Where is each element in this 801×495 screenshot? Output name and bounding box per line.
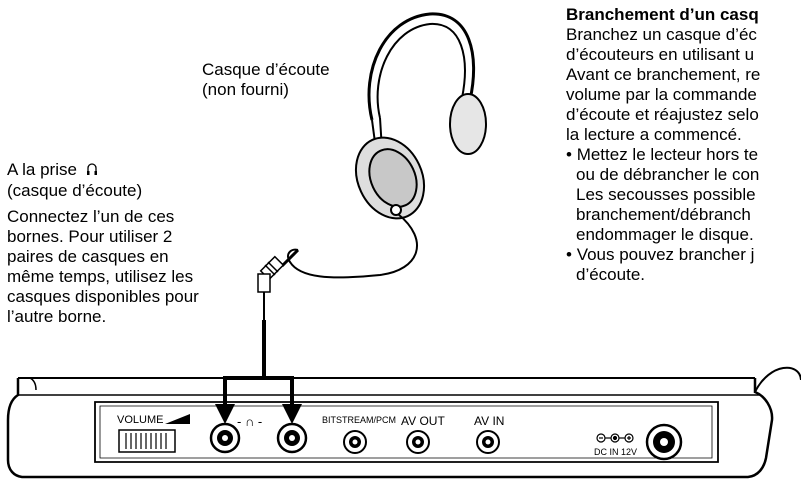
- dc-in-jack: [645, 423, 683, 461]
- right-column: Branchement d’un casq Branchez un casque…: [566, 5, 760, 285]
- arrow-left-head: [215, 404, 235, 424]
- instructions-line: bornes. Pour utiliser 2: [7, 227, 173, 246]
- volume-control: [118, 414, 190, 453]
- headphone-caption: Casque d’écoute (non fourni): [202, 60, 330, 100]
- av-out-jack: [406, 430, 430, 454]
- paragraph-line: la lecture a commencé.: [566, 125, 742, 144]
- headphone-caption-line1: Casque d’écoute: [202, 60, 330, 79]
- bullet-item: • Vous pouvez brancher j d’écoute.: [566, 245, 760, 285]
- instructions-text: Connectez l’un de ces bornes. Pour utili…: [7, 207, 199, 327]
- paragraph-line: Branchez un casque d’éc: [566, 25, 757, 44]
- instructions-line: paires de casques en: [7, 247, 169, 266]
- instructions-line: casques disponibles pour: [7, 287, 199, 306]
- dc-polarity-icon: [596, 433, 634, 443]
- paragraph-line: volume par la commande: [566, 85, 757, 104]
- bullet-line: endommager le disque.: [576, 225, 754, 244]
- paragraph-line: Avant ce branchement, re: [566, 65, 761, 84]
- headphone-jack-1: [209, 422, 241, 454]
- bullet-line: • Mettez le lecteur hors te: [566, 145, 759, 164]
- paragraph-line: d’écouteurs en utilisant u: [566, 45, 755, 64]
- headphones-icon: [287, 12, 487, 279]
- headphone-caption-line2: (non fourni): [202, 80, 289, 99]
- bullet-line: ou de débrancher le con: [576, 165, 760, 184]
- headphone-port-label: - ∩ -: [237, 414, 262, 429]
- bullet-icon: •: [566, 245, 577, 264]
- jack-caption-line2: (casque d’écoute): [7, 180, 143, 200]
- bullet-line: • Vous pouvez brancher j: [566, 245, 755, 264]
- bullet-line: Les secousses possible: [576, 185, 756, 204]
- bitstream-label: BITSTREAM/PCM: [322, 415, 396, 425]
- paragraph-line: d’écoute et réajustez selo: [566, 105, 759, 124]
- dc-in-label: DC IN 12V: [594, 447, 637, 457]
- headphone-jack-2: [276, 422, 308, 454]
- av-in-label: AV IN: [474, 414, 504, 428]
- bullet-item: • Mettez le lecteur hors te ou de débran…: [566, 145, 760, 245]
- plug-icon: [257, 248, 300, 320]
- jack-caption-text: A la prise: [7, 160, 77, 179]
- instructions-line: même temps, utilisez les: [7, 267, 194, 286]
- av-in-jack: [476, 430, 500, 454]
- jack-caption: A la prise (casque d’écoute): [7, 160, 142, 201]
- bullet-line: branchement/débranch: [576, 205, 751, 224]
- arrow-right-head: [282, 404, 302, 424]
- instructions-line: Connectez l’un de ces: [7, 207, 175, 226]
- dvd-player-body: [6, 366, 801, 479]
- bitstream-jack: [343, 430, 367, 454]
- headphone-jack-icon: [86, 161, 98, 181]
- instructions-line: l’autre borne.: [7, 307, 107, 326]
- bullet-icon: •: [566, 145, 577, 164]
- section-title: Branchement d’un casq: [566, 5, 759, 24]
- av-out-label: AV OUT: [401, 414, 445, 428]
- jack-caption-line1: A la prise: [7, 160, 142, 181]
- bullet-line: d’écoute.: [576, 265, 645, 284]
- volume-label: VOLUME: [117, 414, 163, 426]
